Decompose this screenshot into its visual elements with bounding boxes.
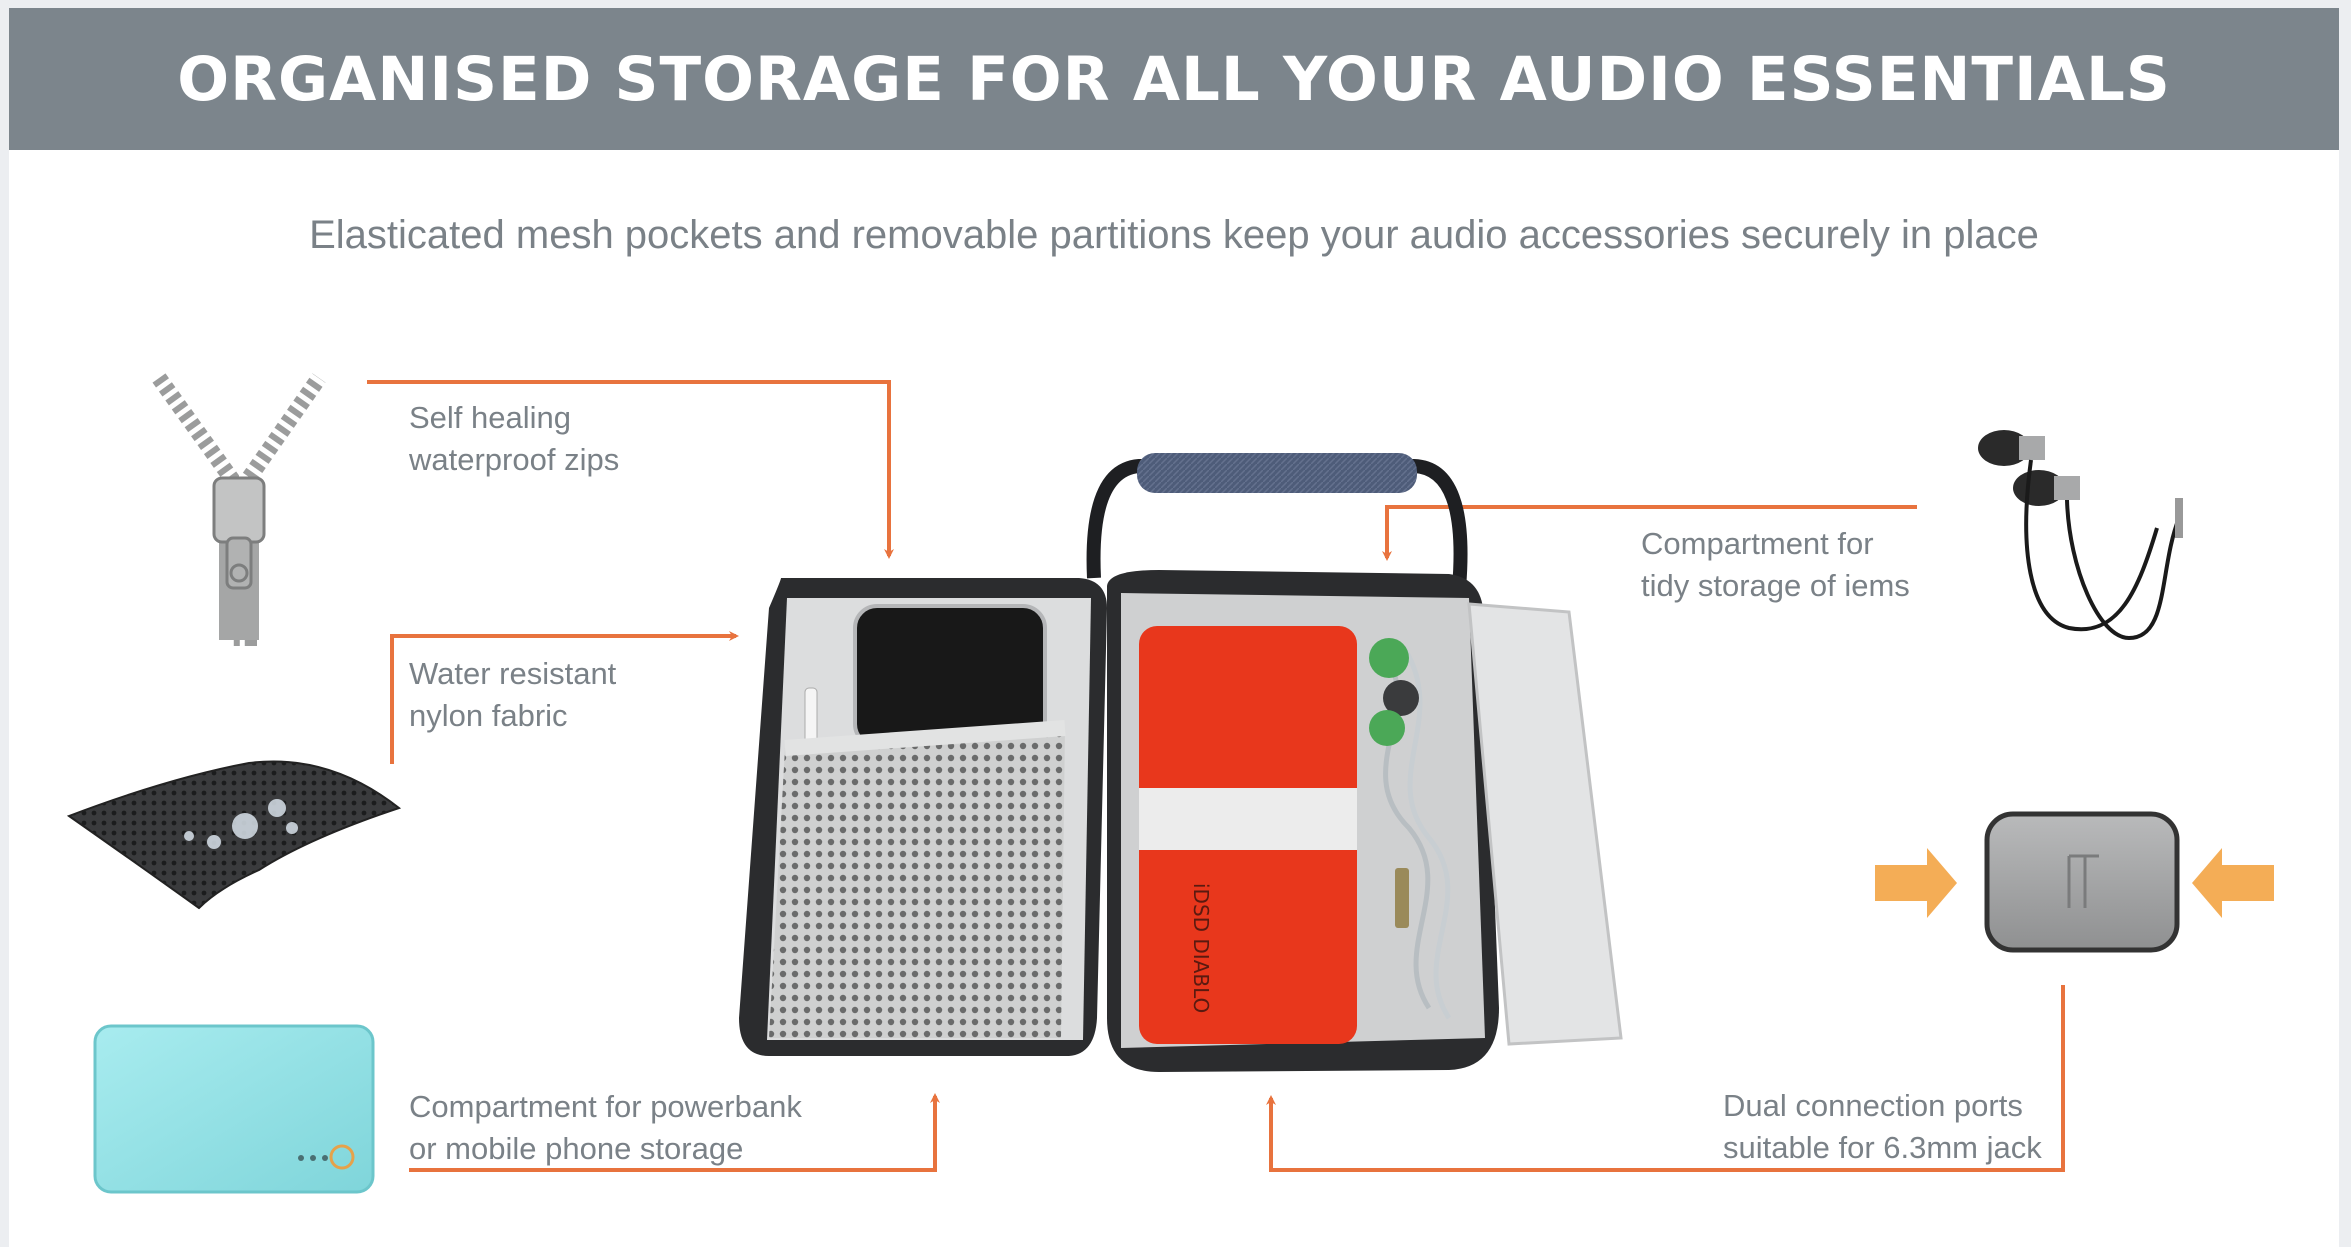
arrow-powerbank [409, 1093, 940, 1172]
infographic: ORGANISED STORAGE FOR ALL YOUR AUDIO ESS… [9, 8, 2339, 1247]
page-title: ORGANISED STORAGE FOR ALL YOUR AUDIO ESS… [177, 43, 2171, 115]
zipper-icon [152, 373, 326, 646]
illustration-layer: iDSD DIABLO [66, 373, 2274, 1194]
title-banner: ORGANISED STORAGE FOR ALL YOUR AUDIO ESS… [9, 8, 2339, 150]
callout-ports: Dual connection ports suitable for 6.3mm… [1723, 1088, 2042, 1165]
dac-label: iDSD DIABLO [1189, 883, 1213, 1013]
arrow-zips [367, 380, 894, 559]
callout-iems: Compartment for tidy storage of iems [1641, 526, 1910, 603]
case-icon [1875, 811, 2274, 953]
product-case: iDSD DIABLO [739, 453, 1623, 1072]
callout-zips: Self healing waterproof zips [409, 400, 620, 477]
arrow-iems [1382, 505, 1917, 561]
callout-powerbank: Compartment for powerbank or mobile phon… [409, 1089, 802, 1166]
page-subtitle: Elasticated mesh pockets and removable p… [309, 213, 2039, 257]
callout-fabric: Water resistant nylon fabric [409, 656, 617, 733]
arrow-ports [1266, 985, 2065, 1172]
arrow-fabric [390, 631, 739, 764]
iem-icon [1978, 430, 2183, 641]
powerbank-icon [93, 1024, 375, 1194]
fabric-icon [66, 760, 402, 910]
